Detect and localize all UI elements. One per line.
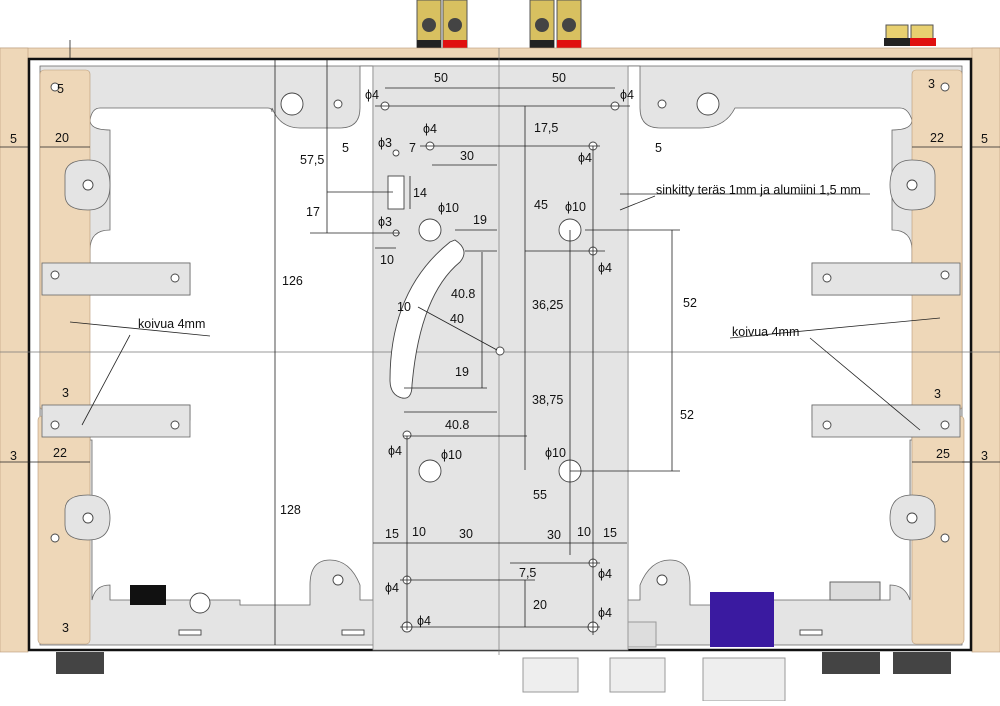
dimension-lines [0, 40, 1000, 645]
dimension-label: 10 [380, 253, 394, 267]
dimension-label: 52 [683, 296, 697, 310]
dimension-label: 25 [936, 447, 950, 461]
dimension-label: ϕ4 [423, 122, 437, 136]
dimension-label: 3 [62, 621, 69, 635]
dimension-label: ϕ3 [378, 215, 392, 229]
pcb-module [710, 592, 774, 647]
dimension-label: 126 [282, 274, 303, 288]
wood-note-left: koivua 4mm [138, 317, 205, 331]
dimension-label: ϕ4 [388, 444, 402, 458]
dimension-label: ϕ4 [417, 614, 431, 628]
wood-left-side [0, 47, 29, 653]
dimension-label: 36,25 [532, 298, 563, 312]
dimension-label: 15 [385, 527, 399, 541]
dimension-label: 30 [459, 527, 473, 541]
plate-holes [380, 101, 620, 633]
dimension-label: 22 [930, 131, 944, 145]
dimension-label: 30 [460, 149, 474, 163]
dimension-label: 40.8 [451, 287, 475, 301]
dimension-label: 5 [655, 141, 662, 155]
dimension-label: 3 [981, 449, 988, 463]
dimension-label: 38,75 [532, 393, 563, 407]
dimension-label: ϕ3 [378, 136, 392, 150]
dimension-label: ϕ4 [598, 567, 612, 581]
dimension-label: 40 [450, 312, 464, 326]
dimension-label: 19 [455, 365, 469, 379]
dimension-label: 10 [577, 525, 591, 539]
dimension-label: 57,5 [300, 153, 324, 167]
dimension-label: 3 [928, 77, 935, 91]
dimension-label: 19 [473, 213, 487, 227]
dimension-label: 55 [533, 488, 547, 502]
dimension-label: 30 [547, 528, 561, 542]
dimension-label: 17,5 [534, 121, 558, 135]
dimension-label: ϕ4 [598, 261, 612, 275]
dimension-label: 14 [413, 186, 427, 200]
dimension-label: 20 [55, 131, 69, 145]
dimension-label: ϕ10 [565, 200, 586, 214]
dimension-label: ϕ10 [545, 446, 566, 460]
dimension-label: 7 [409, 141, 416, 155]
dimension-label: ϕ4 [598, 606, 612, 620]
dimension-label: ϕ4 [365, 88, 379, 102]
dimension-label: ϕ4 [620, 88, 634, 102]
dimension-label: 3 [10, 449, 17, 463]
dimension-label: 50 [552, 71, 566, 85]
mounting-holes [50, 82, 950, 636]
dimension-label: 52 [680, 408, 694, 422]
material-note: sinkitty teräs 1mm ja alumiini 1,5 mm [656, 183, 861, 197]
birch-strip-right-top [911, 69, 963, 411]
dimension-label: ϕ10 [441, 448, 462, 462]
dimension-label: 17 [306, 205, 320, 219]
dimension-label: 20 [533, 598, 547, 612]
dimension-label: 3 [934, 387, 941, 401]
dimension-label: 22 [53, 446, 67, 460]
dimension-label: 5 [981, 132, 988, 146]
wood-note-right: koivua 4mm [732, 325, 799, 339]
dimension-label: 5 [342, 141, 349, 155]
dimension-label: ϕ4 [578, 151, 592, 165]
dimension-label: 10 [412, 525, 426, 539]
dimension-label: 3 [62, 386, 69, 400]
dimension-label: 5 [10, 132, 17, 146]
bottom-connectors [56, 581, 951, 702]
dimension-label: 15 [603, 526, 617, 540]
dimension-label: ϕ10 [438, 201, 459, 215]
dimension-label: 10 [397, 300, 411, 314]
speaker-terminals [416, 0, 936, 49]
arc-slot [389, 239, 465, 399]
dimension-label: 128 [280, 503, 301, 517]
dimension-label: 50 [434, 71, 448, 85]
dimension-label: 7,5 [519, 566, 536, 580]
dimension-label: 5 [57, 82, 64, 96]
wood-right-side [971, 47, 1000, 653]
dimension-label: 45 [534, 198, 548, 212]
birch-strip-left-top [39, 69, 91, 411]
dimension-label: 40.8 [445, 418, 469, 432]
dimension-label: ϕ4 [385, 581, 399, 595]
dimension-labels: sinkitty teräs 1mm ja alumiini 1,5 mm ko… [10, 71, 988, 635]
